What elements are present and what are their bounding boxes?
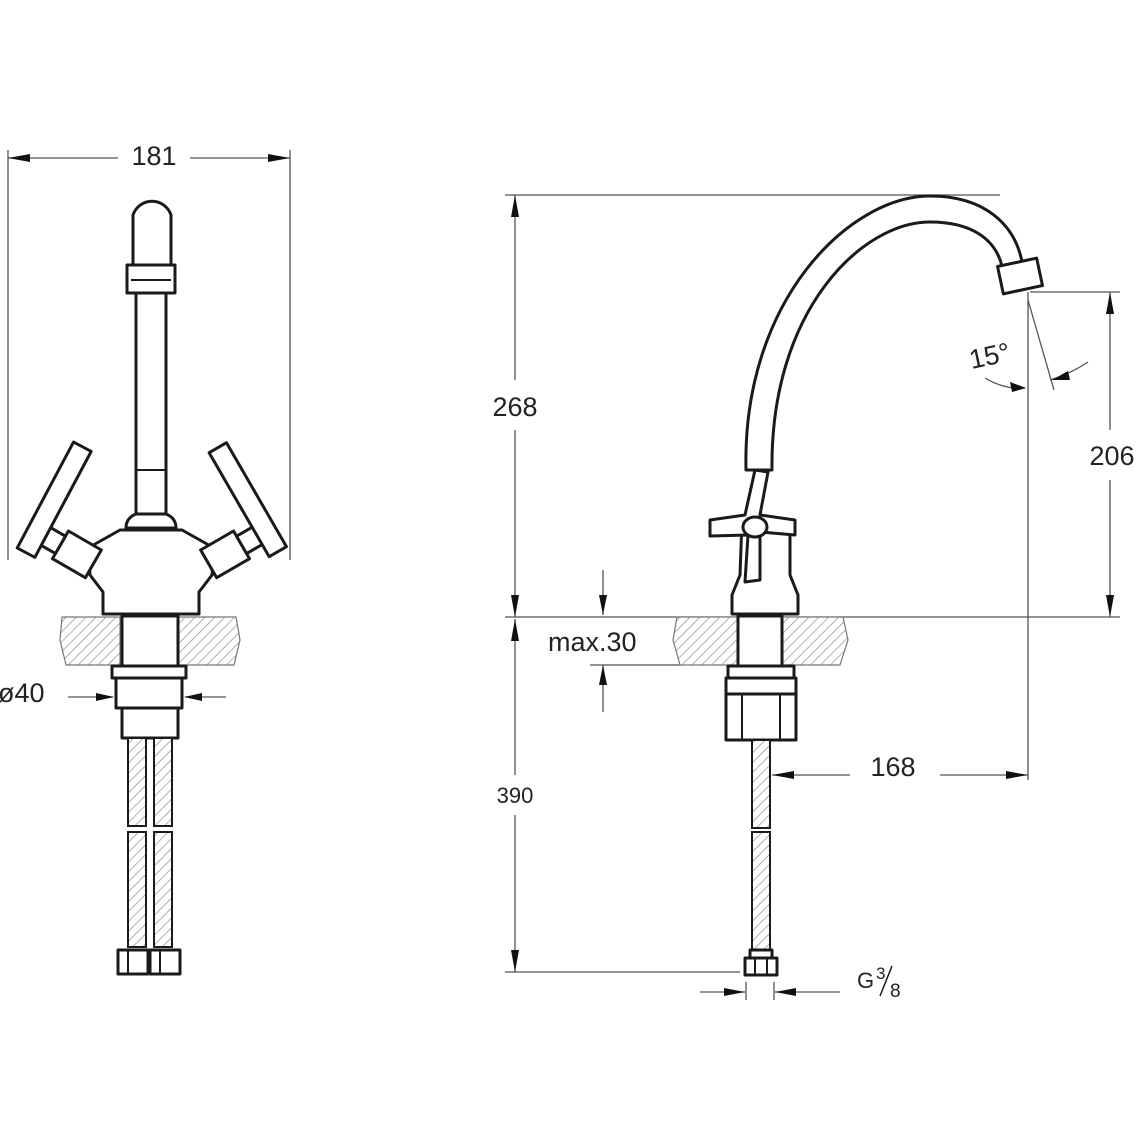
right-handle — [199, 441, 288, 580]
side-view: 268 390 206 max.30 — [492, 194, 1135, 1002]
hose-length-label: 390 — [497, 783, 534, 808]
connection-denominator: 8 — [890, 981, 901, 1002]
connection-prefix: G — [857, 968, 874, 993]
dimension-height: 268 — [492, 195, 538, 617]
hose-side — [743, 739, 779, 977]
diameter-label: ø40 — [0, 678, 45, 708]
cross-handle — [708, 468, 797, 584]
dimension-counter-thickness: max.30 — [548, 570, 680, 712]
faucet-body-front — [86, 528, 216, 616]
countertop-section-side-right — [781, 616, 849, 666]
dimension-spout-angle: 15° — [966, 299, 1089, 392]
countertop-section-right — [177, 616, 241, 666]
spout-angle-label: 15° — [966, 337, 1012, 375]
spout-reach-label: 168 — [870, 752, 915, 782]
dimension-spout-height: 206 — [1089, 292, 1135, 617]
countertop-section-side-left — [672, 616, 739, 666]
connection-numerator: 3 — [876, 964, 885, 983]
spout-front — [124, 199, 178, 530]
front-view: 181 — [0, 141, 291, 976]
width-label: 181 — [131, 141, 176, 171]
dimension-width: 181 — [7, 141, 291, 560]
dimension-diameter: ø40 — [0, 678, 226, 708]
spout-side — [744, 194, 1044, 472]
left-handle — [15, 440, 103, 580]
height-label: 268 — [492, 392, 537, 422]
dimension-connection: G 3 8 — [700, 964, 901, 1002]
dimension-spout-reach: 168 — [772, 752, 1028, 782]
hoses-front — [116, 706, 182, 976]
countertop-section-left — [59, 616, 121, 666]
dimension-hose-length: 390 — [497, 619, 534, 972]
counter-thickness-label: max.30 — [548, 627, 637, 657]
spout-height-label: 206 — [1089, 441, 1134, 471]
